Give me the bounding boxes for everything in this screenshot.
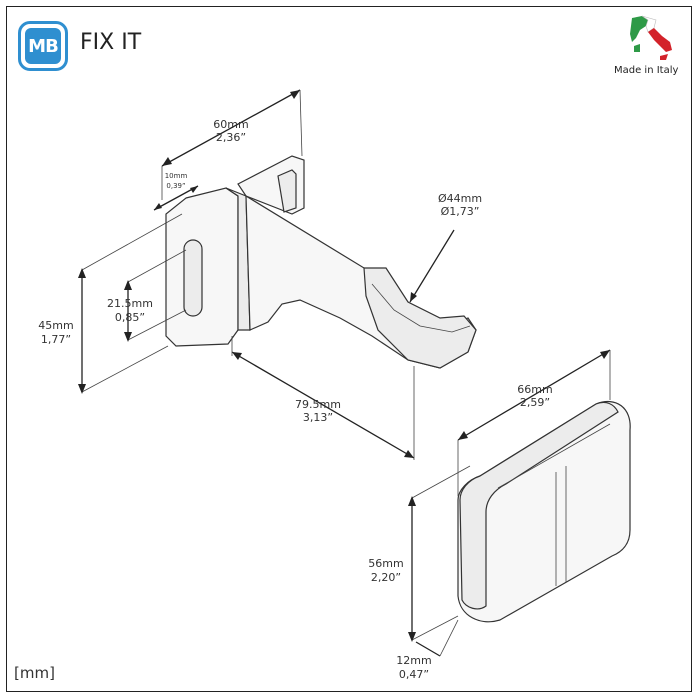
dim-thickness-mm: 10mm [165, 172, 188, 180]
drawing-frame [6, 6, 692, 692]
product-title: FIX IT [80, 30, 142, 55]
dim-thickness-in: 0,39” [166, 182, 185, 190]
dim-projection-mm: 79.5mm [295, 398, 341, 411]
dimension-labels: 60mm 2,36” 10mm 0,39” Ø44mm Ø1,73” 21.5m… [38, 118, 552, 681]
dim-width-top-in: 2,36” [216, 131, 246, 144]
dim-rod-diameter-in: Ø1,73” [441, 205, 480, 218]
dimension-lines [78, 89, 611, 657]
dim-rod-diameter-mm: Ø44mm [438, 192, 482, 205]
dim-cover-depth-in: 0,47” [399, 668, 429, 681]
dim-width-top-mm: 60mm [213, 118, 248, 131]
dim-projection-in: 3,13” [303, 411, 333, 424]
cover-cap-illustration [457, 400, 631, 623]
made-in-label: Made in Italy [614, 65, 679, 76]
dim-cover-width-in: 2,59” [520, 396, 550, 409]
italy-flag-icon [630, 15, 672, 60]
brand-logo: MB [18, 21, 68, 71]
logo-mark: MB [25, 28, 61, 64]
dim-slot-in: 0,85” [115, 311, 145, 324]
dim-cover-height-in: 2,20” [371, 571, 401, 584]
bracket-illustration [165, 155, 477, 369]
dim-height-in: 1,77” [41, 333, 71, 346]
dim-height-mm: 45mm [38, 319, 73, 332]
dim-cover-height-mm: 56mm [368, 557, 403, 570]
dim-cover-width-mm: 66mm [517, 383, 552, 396]
dim-cover-depth-mm: 12mm [396, 654, 431, 667]
unit-label: [mm] [14, 664, 55, 682]
dim-slot-mm: 21.5mm [107, 297, 153, 310]
